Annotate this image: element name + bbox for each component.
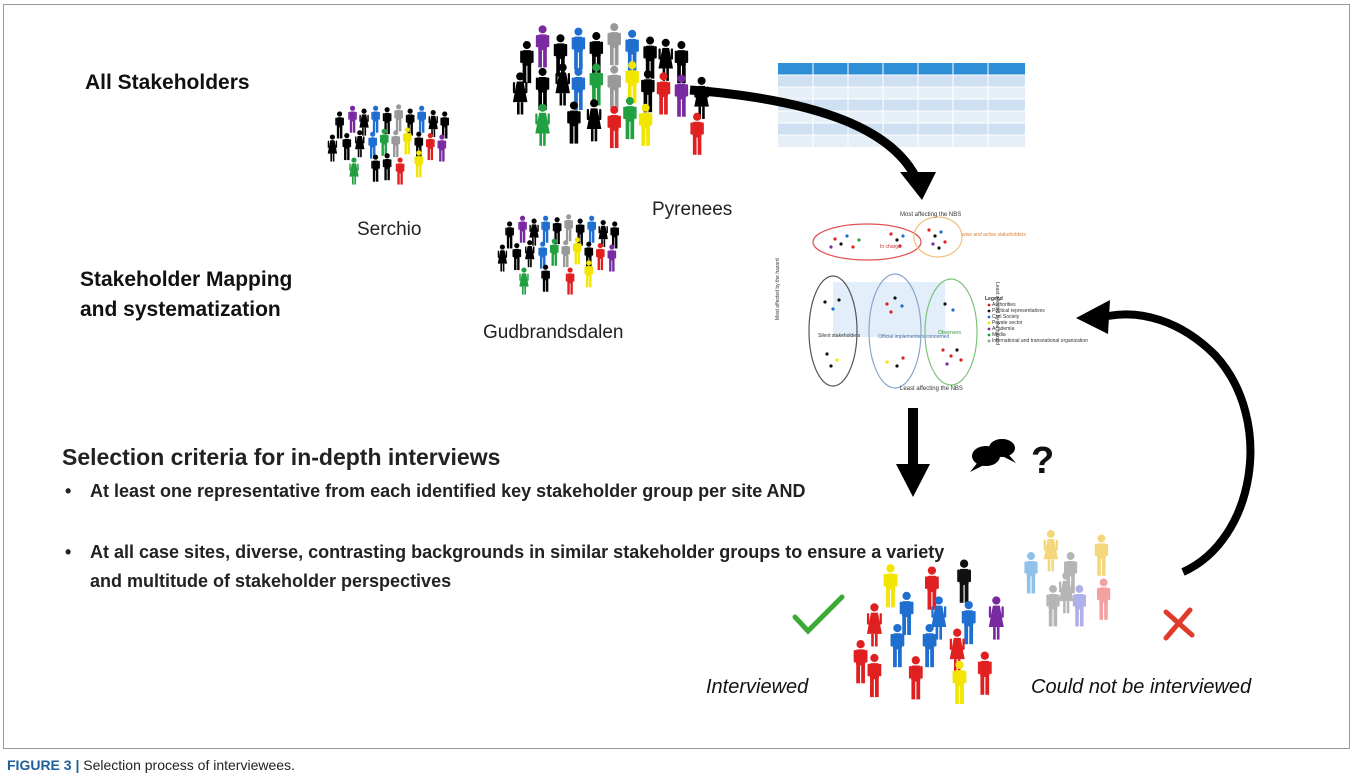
interviewed-crowd xyxy=(853,559,1004,704)
map-group-in-charge: In charge xyxy=(880,244,901,250)
map-legend-authorities: Authorities xyxy=(992,302,1016,308)
arrow-return xyxy=(1107,310,1255,576)
site-label-serchio: Serchio xyxy=(357,219,422,240)
heading-mapping-line1: Stakeholder Mapping xyxy=(80,268,293,291)
label-interviewed: Interviewed xyxy=(706,676,809,698)
pyrenees-crowd xyxy=(512,23,709,155)
stakeholder-map xyxy=(808,216,991,389)
map-group-official: Official implementers concerned xyxy=(878,334,950,340)
figure-caption: FIGURE 3 | Selection process of intervie… xyxy=(7,757,295,773)
heading-all-stakeholders: All Stakeholders xyxy=(85,71,250,94)
question-mark: ? xyxy=(1031,440,1055,482)
stakeholder-table xyxy=(778,63,1025,147)
map-legend-civil-society: Civil Society xyxy=(992,314,1020,320)
heading-mapping-line2: and systematization xyxy=(80,298,281,321)
map-group-wise: wise and active stakeholders xyxy=(962,232,1026,238)
map-top-label: Most affecting the NBS xyxy=(900,212,962,218)
figure-frame xyxy=(3,4,1350,749)
speech-bubbles-icon xyxy=(970,439,1016,472)
bullet-icon: • xyxy=(65,542,72,562)
cross-icon xyxy=(1163,607,1195,641)
not-interviewed-crowd xyxy=(1024,530,1111,627)
check-icon xyxy=(792,594,845,635)
map-legend-political: Political representatives xyxy=(992,308,1045,314)
map-bottom-label: Least affecting the NBS xyxy=(900,386,963,392)
map-left-label: Most affected by the hazard xyxy=(775,258,781,320)
site-label-gudbrandsdalen: Gudbrandsdalen xyxy=(483,322,624,343)
arrow-to-map-head xyxy=(900,172,936,200)
criteria-item-1: • At least one representative from each … xyxy=(65,477,970,506)
arrow-return-head xyxy=(1076,300,1110,334)
arrow-to-map xyxy=(689,85,923,184)
down-arrow xyxy=(896,408,930,497)
map-legend-international: International and transnational organiza… xyxy=(992,338,1088,344)
map-legend-academia: Academia xyxy=(992,326,1015,332)
bullet-icon: • xyxy=(65,481,72,501)
caption-text: Selection process of interviewees. xyxy=(79,757,295,773)
site-label-pyrenees: Pyrenees xyxy=(652,199,733,220)
heading-selection-criteria: Selection criteria for in-depth intervie… xyxy=(62,444,501,470)
map-legend-title: Legend xyxy=(985,296,1003,302)
map-dots xyxy=(823,228,963,368)
map-legend-media: Media xyxy=(992,332,1006,338)
caption-label: FIGURE 3 | xyxy=(7,757,80,773)
map-group-silent: Silent stakeholders xyxy=(818,333,861,339)
label-not-interviewed: Could not be interviewed xyxy=(1031,676,1252,698)
criteria-item-2: • At all case sites, diverse, contrastin… xyxy=(65,538,980,596)
map-legend-swatches xyxy=(987,303,991,343)
criteria-text-2: At all case sites, diverse, contrasting … xyxy=(90,542,945,591)
map-group-observers: Observers xyxy=(938,330,962,336)
criteria-text-1: At least one representative from each id… xyxy=(90,481,806,501)
serchio-crowd xyxy=(327,104,450,185)
map-legend-private-sector: Private sector xyxy=(992,320,1023,326)
gudbrandsdalen-crowd xyxy=(497,214,620,295)
